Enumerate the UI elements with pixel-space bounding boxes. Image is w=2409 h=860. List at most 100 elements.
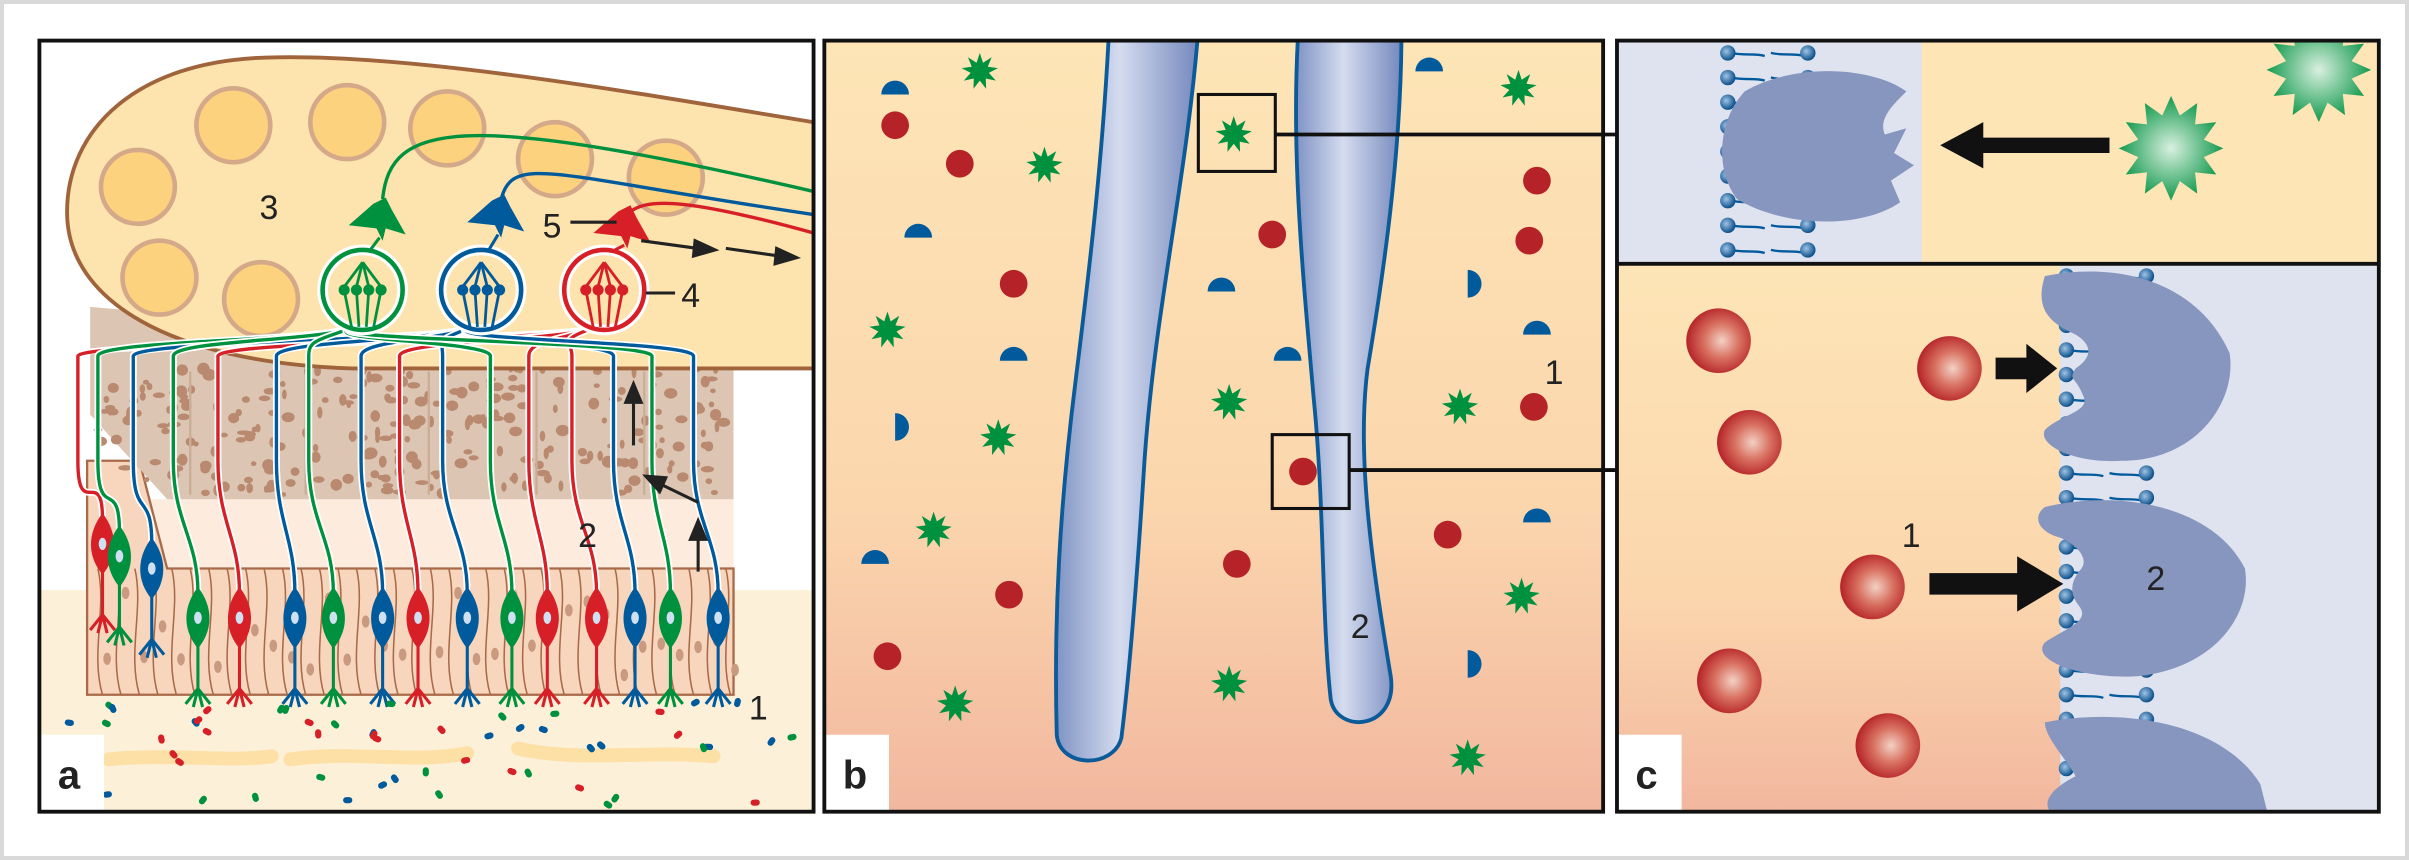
cilia-dendrite	[369, 645, 397, 708]
bone-pore	[676, 472, 689, 482]
green-mitral-cell	[348, 197, 406, 241]
red-odorant	[1258, 220, 1287, 249]
bone-pore	[619, 458, 631, 468]
neuron-nucleus	[194, 611, 202, 624]
neuron-nucleus	[378, 611, 387, 624]
bone-pore	[407, 382, 421, 389]
cilia-dendrite	[88, 571, 117, 634]
cell-nucleus	[620, 668, 629, 682]
blue-glomerulus	[438, 247, 524, 333]
bone-pore	[558, 480, 564, 492]
green-odorant	[869, 311, 906, 348]
cell-nucleus	[140, 650, 148, 664]
bone-pore	[710, 490, 718, 496]
cell-wall	[392, 568, 399, 695]
callout-1: 1	[749, 689, 768, 727]
bone-pore	[501, 482, 507, 492]
lipid-head	[2138, 490, 2155, 506]
red-odorant	[193, 716, 203, 725]
callout-4-glomerulus: 4	[681, 277, 700, 315]
green-axon	[307, 301, 365, 594]
bone-pore	[468, 455, 479, 461]
green-odorant	[498, 712, 507, 721]
red-odorant	[304, 718, 314, 727]
red-odorant	[1917, 336, 1982, 401]
bone-pore	[348, 430, 357, 442]
green-odorant	[1441, 388, 1479, 425]
green-odorant	[1026, 146, 1063, 183]
bone-pore	[543, 447, 549, 460]
bone-pore	[509, 475, 517, 482]
receptor-1	[2041, 271, 2231, 462]
red-odorant	[995, 580, 1023, 609]
red-odorant	[158, 734, 165, 744]
bone-pore	[321, 397, 329, 404]
bone-pore	[382, 482, 394, 489]
lipid-head	[1720, 242, 1736, 258]
bone-pore	[384, 393, 391, 402]
neuron-nucleus	[147, 562, 156, 575]
bone-pore	[655, 424, 664, 430]
cilia-dendrite	[184, 645, 212, 708]
red-odorant	[1717, 409, 1782, 475]
bone-pore	[250, 461, 257, 467]
lipid-head	[1800, 45, 1816, 61]
cell-nucleus	[491, 647, 499, 661]
bone-pore	[708, 401, 715, 408]
cell-nucleus	[269, 639, 278, 652]
cell-nucleus	[103, 652, 111, 665]
glomerulus	[307, 82, 387, 162]
blue-odorant	[343, 797, 353, 804]
bone-pore	[704, 441, 714, 452]
neuron-nucleus	[631, 611, 639, 624]
panel-c-frame	[1615, 38, 2381, 814]
green-odorant	[251, 792, 259, 802]
bone-pore	[714, 421, 720, 433]
lipid-head	[1720, 94, 1736, 110]
cilia-dendrite	[533, 645, 561, 708]
bone-pore	[313, 476, 325, 483]
bone-pore	[577, 447, 588, 457]
glomerulus	[626, 138, 706, 217]
bone-pore	[349, 394, 358, 400]
cell-wall	[263, 568, 270, 695]
receptor-proteins	[1722, 71, 2268, 812]
green-odorant	[422, 767, 429, 777]
red-odorant	[1697, 648, 1762, 714]
red-odorant	[750, 799, 760, 806]
bone-pore	[404, 435, 411, 443]
bone-pore	[709, 408, 722, 421]
neuron-nucleus	[508, 611, 516, 624]
arrow-left-icon	[1940, 122, 2110, 169]
blue-odorant	[734, 697, 741, 708]
green-glomerulus	[320, 247, 405, 333]
bone-pore	[177, 413, 190, 421]
blue-odorant	[690, 698, 700, 707]
bone-pore	[251, 426, 257, 433]
red-odorant	[1289, 457, 1317, 486]
red-odorant	[655, 708, 665, 715]
signal-arrows	[623, 238, 802, 572]
blue-odorant	[109, 704, 117, 714]
bone-pore	[496, 445, 504, 457]
red-axon	[567, 301, 606, 594]
bone-pore	[659, 437, 665, 444]
blue-axon	[464, 301, 720, 594]
cilia-dendrite	[404, 645, 432, 708]
red-odorant	[203, 706, 212, 715]
synapse	[481, 284, 493, 296]
bone-pore	[370, 470, 380, 479]
cilia-dendrite	[138, 596, 166, 659]
neuron-nucleus	[414, 611, 422, 624]
bone-pore	[664, 388, 678, 399]
synapse	[457, 284, 469, 296]
panel-a-frame	[37, 38, 816, 814]
bone-pore	[139, 392, 146, 401]
lipid-head	[2058, 563, 2075, 580]
bone-pore	[553, 376, 565, 388]
bone-pore	[220, 432, 228, 438]
bone-pore	[265, 486, 274, 493]
blue-odorant	[515, 723, 525, 732]
cell-wall	[521, 568, 529, 695]
bone-pore	[143, 477, 150, 483]
